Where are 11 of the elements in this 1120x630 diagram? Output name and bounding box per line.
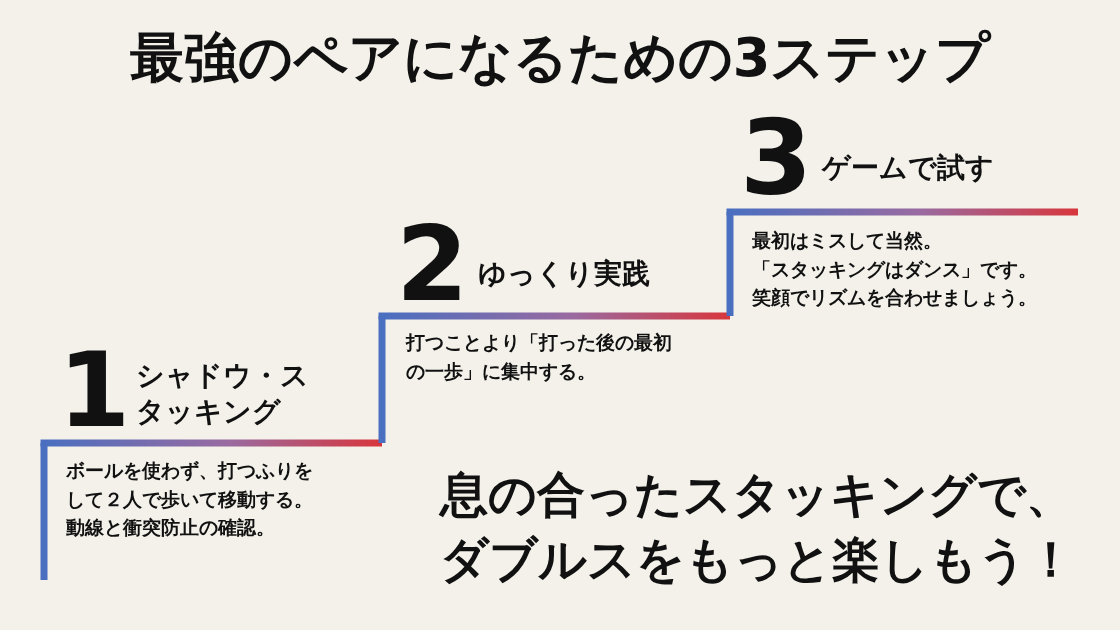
step-number: 2 xyxy=(396,212,469,316)
slogan-text: 息の合ったスタッキングで、ダブルスをもっと楽しもう！ xyxy=(440,465,1076,589)
step-heading: ゆっくり実践 xyxy=(478,256,650,292)
step-description: 最初はミスして当然。「スタッキングはダンス」です。笑顔でリズムを合わせましょう。 xyxy=(752,228,1038,310)
title: 最強のペアになるための3ステップ xyxy=(128,25,993,91)
step-heading: ゲームで試す xyxy=(822,150,994,186)
step-number: 1 xyxy=(58,338,131,442)
step-number: 3 xyxy=(740,106,813,210)
step-description: ボールを使わず、打つふりをして２人で歩いて移動する。動線と衝突防止の確認。 xyxy=(66,458,314,540)
step-description: 打つことより「打った後の最初の一歩」に集中する。 xyxy=(406,330,673,384)
step-heading: シャドウ・スタッキング xyxy=(136,358,310,431)
